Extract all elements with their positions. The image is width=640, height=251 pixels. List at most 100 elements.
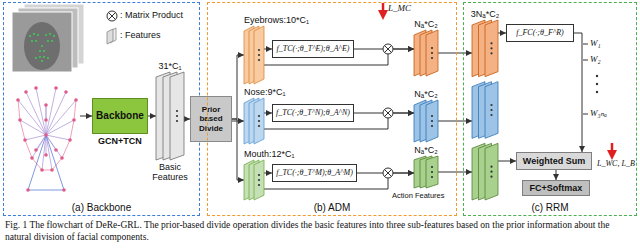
basic-feature-stack: 31*C₁Basic Features: [156, 72, 184, 160]
feature-sheet: [485, 82, 498, 139]
ellipsis-dot: [596, 83, 598, 85]
ellipsis-dot: [490, 42, 492, 44]
flow-arrow: [264, 173, 272, 174]
classifier-box: FC+Softmax: [522, 180, 590, 196]
concat-feature-stack: 3Nₐ*C₂: [472, 20, 498, 200]
feature-sheet: [426, 30, 438, 76]
ellipsis-dot: [258, 125, 260, 127]
ellipsis-dot: [258, 49, 260, 51]
divide-block: Prior based Divide: [190, 96, 232, 142]
ellipsis-dot: [431, 166, 433, 168]
legend-text: : Features: [120, 30, 161, 41]
feature-sheet: [426, 100, 438, 142]
ellipsis-dot: [431, 176, 433, 178]
rrm-panel: (c) RRM 3Nₐ*C₂ f_FC(·;θ_F^R) Weighted SumFC…: [463, 2, 637, 216]
ellipsis-dot: [490, 52, 492, 54]
flow-arrow: [498, 161, 516, 162]
stack-label: Basic Features: [145, 162, 195, 183]
ellipsis-dot: [258, 59, 260, 61]
face-landmarks: [29, 33, 55, 62]
ellipsis-dot: [258, 54, 260, 56]
ellipsis-dot: [176, 120, 178, 122]
flow-arrow: [498, 33, 506, 34]
node-label: (a) Backbone: [4, 202, 199, 214]
ellipsis-dot: [431, 171, 433, 173]
matrix-product-icon: [107, 11, 117, 21]
ellipsis-dot: [490, 171, 492, 173]
eyebrow-feature-stack: Eyebrows:10*C₁: [244, 26, 264, 84]
ellipsis-dot: [490, 176, 492, 178]
ellipsis-dot: [258, 115, 260, 117]
node-label: (c) RRM: [464, 202, 636, 214]
node-label: FC+Softmax: [530, 183, 583, 193]
skeleton-lower-edges: [28, 135, 64, 190]
feature-sheet: [426, 156, 438, 188]
block-label: Backbone: [96, 110, 144, 122]
formula: f_TC(·;θ_T^N);θ_A^N): [276, 108, 350, 117]
feature-stack-graphic: [414, 100, 438, 142]
flow-arrow: [574, 33, 582, 152]
dimension-label: Mouth:12*C₁: [244, 149, 295, 159]
loss-label: L_MC: [388, 3, 411, 14]
matrix-product-operator: [383, 168, 393, 178]
mouth-feature-stack: Mouth:12*C₁: [244, 160, 264, 200]
loss-arrow: [382, 3, 385, 15]
flow-arrow: [438, 172, 472, 173]
legend-text: : Matrix Product: [120, 10, 183, 21]
weight-ticks: [583, 44, 588, 114]
loss-arrow: [611, 143, 614, 155]
ellipsis-dot: [431, 52, 433, 54]
action-feature-stack: Nₐ*C₂: [414, 156, 438, 188]
fc-function-box: f_FC(·;θ_F^R): [506, 24, 574, 42]
dimension-label: Nₐ*C₂: [414, 145, 437, 155]
ellipsis-dot: [176, 110, 178, 112]
tc-function-box: f_TC(·;θ_T^E);θ_A^E): [272, 40, 354, 58]
weight-label: W₃ₙₐ: [590, 108, 607, 119]
flow-arrow: [438, 121, 472, 122]
action-feature-stack: Nₐ*C₂: [414, 100, 438, 142]
ellipsis-dot: [258, 179, 260, 181]
weight-label: W₂: [590, 54, 601, 65]
feature-stack-graphic: [472, 20, 498, 200]
feature-stack-graphic: [244, 26, 264, 84]
action-feature-stack: Nₐ*C₂: [414, 30, 438, 76]
matrix-product-cross: [385, 46, 392, 53]
backbone-panel: (a) BackboneBackboneGCN+TCN31*C₁Basic Fe…: [3, 2, 200, 216]
nose-feature-stack: Nose:9*C₁: [244, 98, 264, 144]
matrix-product-operator: [383, 44, 393, 54]
block-sublabel: GCN+TCN: [98, 136, 142, 146]
dimension-label: Eyebrows:10*C₁: [244, 15, 309, 25]
flow-arrow: [232, 121, 244, 122]
ellipsis-dot: [431, 120, 433, 122]
ellipsis-dot: [596, 91, 598, 93]
ellipsis-dot: [431, 57, 433, 59]
feature-sheet: [254, 26, 264, 84]
dimension-label: 31*C₁: [158, 61, 181, 71]
ellipsis-dot: [431, 115, 433, 117]
adm-panel: (b) ADM Eyebrows:10*C₁ Nose:9*C₁ Mouth:12*C…: [207, 2, 457, 216]
node-label: (b) ADM: [208, 202, 456, 214]
dimension-label: Nose:9*C₁: [244, 87, 286, 97]
ellipsis-dot: [490, 166, 492, 168]
feature-sheet: [254, 160, 264, 200]
feature-stack-graphic: [414, 156, 438, 188]
matrix-product-cross: [385, 170, 392, 177]
face-frame: [12, 12, 72, 72]
flow-arrow: [264, 113, 272, 114]
feature-stack-graphic: [414, 30, 438, 76]
feature-stack-graphic: [244, 160, 264, 200]
flow-arrow: [438, 53, 472, 54]
group-label: Action Features: [392, 191, 445, 200]
face-shape: [24, 22, 60, 70]
node-label: Prior based Divide: [194, 105, 228, 133]
flow-arrow: [264, 49, 272, 50]
formula: f_TC(·;θ_T^M);θ_A^M): [276, 168, 353, 177]
loss-label: L_WC, L_B: [597, 159, 635, 169]
ellipsis-dot: [258, 120, 260, 122]
weighted-sum-box: Weighted Sum: [516, 152, 592, 170]
ellipsis-dot: [490, 114, 492, 116]
matrix-product-cross: [109, 13, 116, 20]
matrix-product-operator: [383, 108, 393, 118]
feature-sheet: [170, 72, 184, 160]
backbone-block: BackboneGCN+TCN: [92, 98, 148, 134]
